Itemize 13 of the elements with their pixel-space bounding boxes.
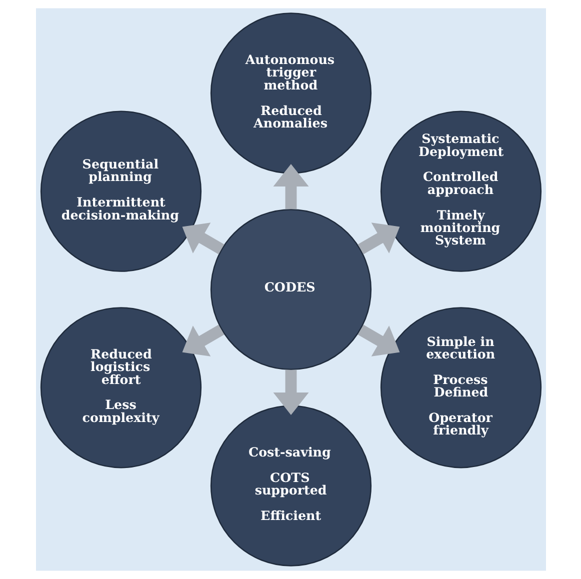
node-circle: Simple in execution Process Defined Operator friendly <box>380 307 542 468</box>
arrow <box>357 222 400 254</box>
node-circle: Autonomous trigger method Reduced Anomalies <box>210 12 372 174</box>
node-circle: Sequential planning Intermittent decision-making <box>40 110 202 272</box>
node-circle: Cost-saving COTS supported Efficient <box>210 405 372 566</box>
node-circle: Reduced logistics effort Less complexity <box>40 307 202 468</box>
arrow <box>272 370 308 416</box>
arrow <box>272 164 308 210</box>
arrow <box>182 222 224 254</box>
node-circle: CODES <box>210 208 372 370</box>
node-circle: Systematic Deployment Controlled approach Timely monitoring System <box>380 110 542 272</box>
arrow <box>357 324 400 356</box>
arrow <box>182 324 224 356</box>
